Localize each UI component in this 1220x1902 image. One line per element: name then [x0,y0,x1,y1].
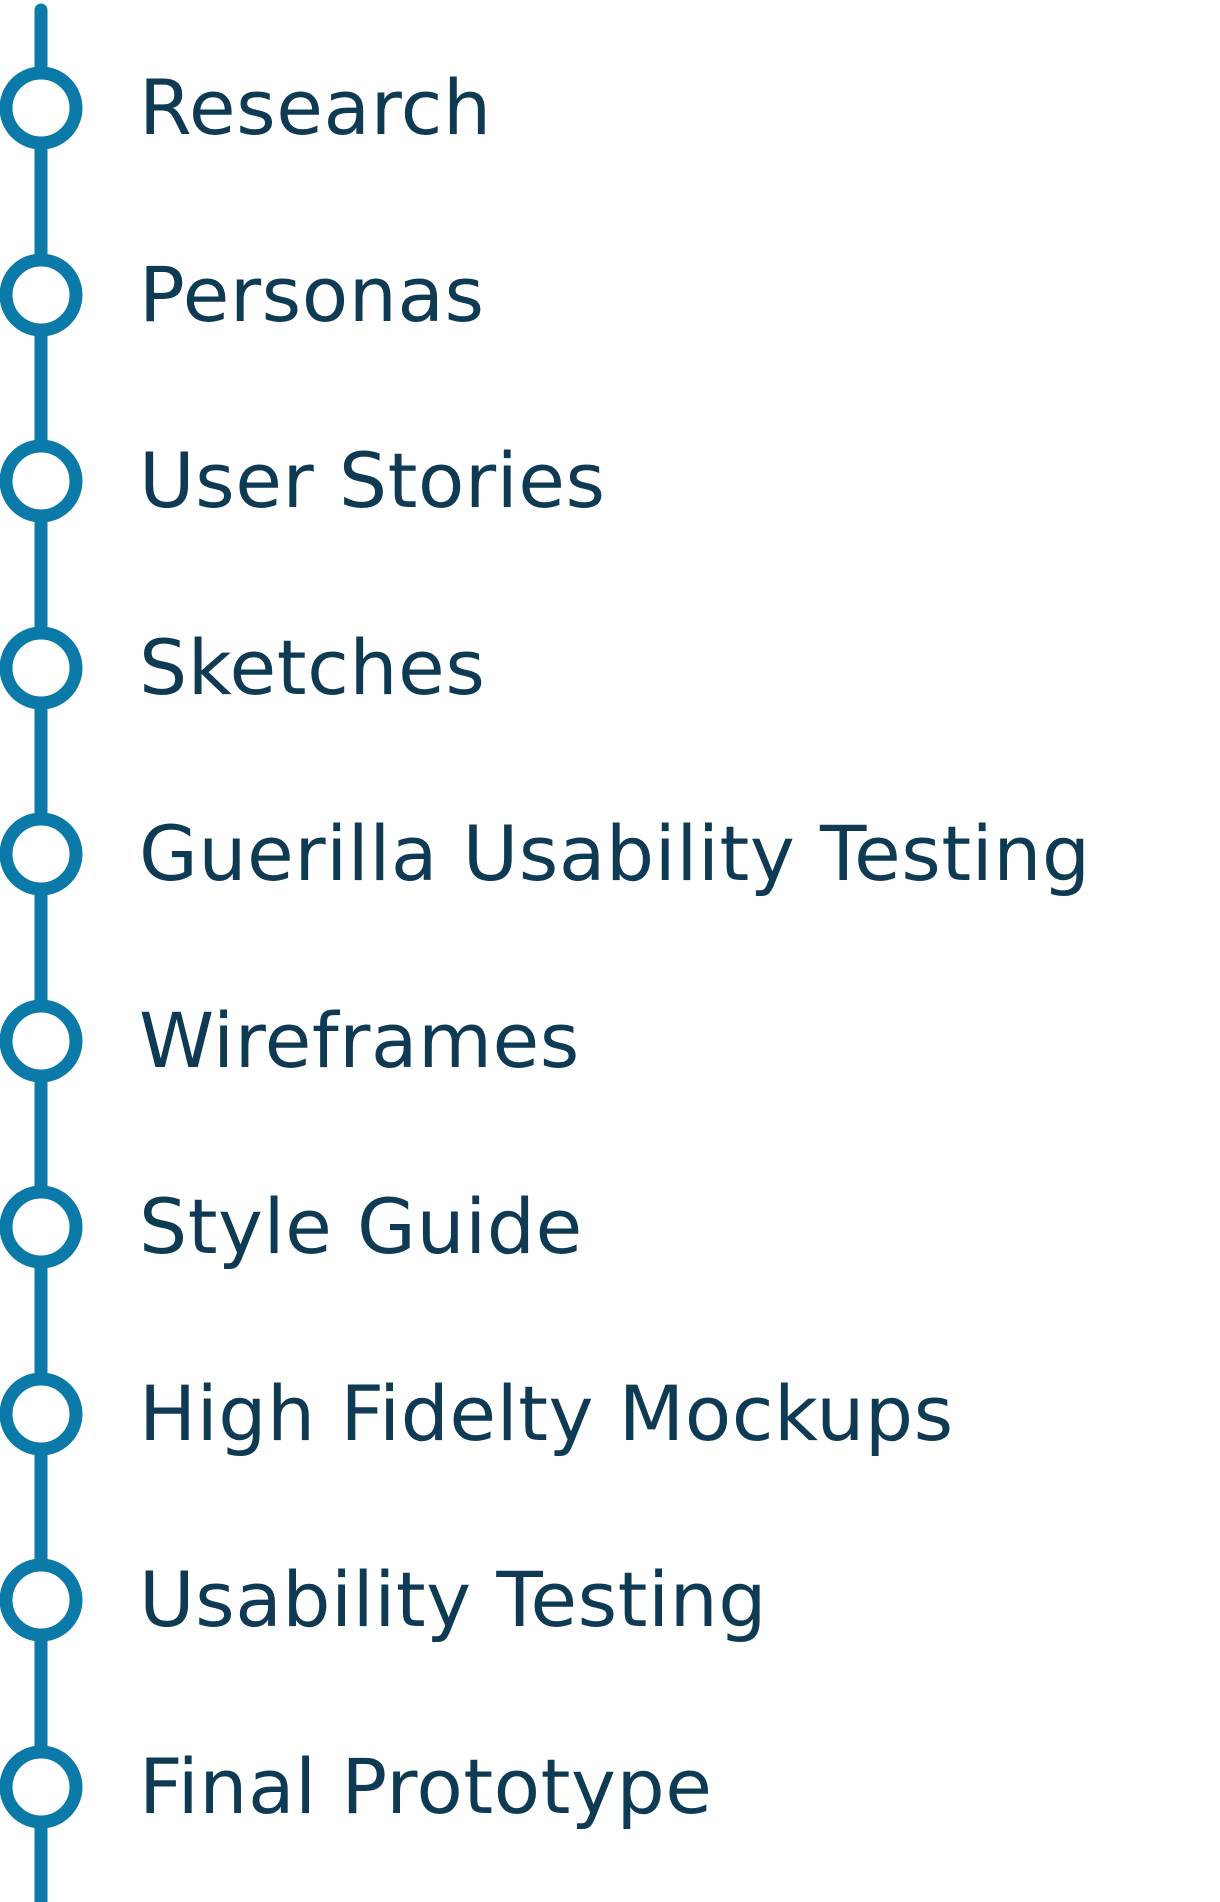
circle-node-icon [0,439,83,523]
circle-node-icon [0,1185,83,1269]
step-label: Sketches [139,623,486,712]
circle-node-icon [0,1745,83,1829]
step-label: Style Guide [139,1182,583,1271]
step-label: Final Prototype [139,1742,713,1831]
circle-node-icon [0,626,83,710]
circle-node-icon [0,999,83,1083]
step-label: Personas [139,250,485,339]
circle-node-icon [0,1372,83,1456]
circle-node-icon [0,812,83,896]
step-label: User Stories [139,436,606,525]
circle-node-icon [0,1558,83,1642]
step-label: High Fidelty Mockups [139,1369,954,1458]
step-label: Usability Testing [139,1555,768,1644]
step-label: Wireframes [139,996,580,1085]
timeline-nodes [0,66,83,1829]
step-label: Research [139,63,492,152]
circle-node-icon [0,66,83,150]
step-label: Guerilla Usability Testing [139,809,1091,898]
circle-node-icon [0,253,83,337]
